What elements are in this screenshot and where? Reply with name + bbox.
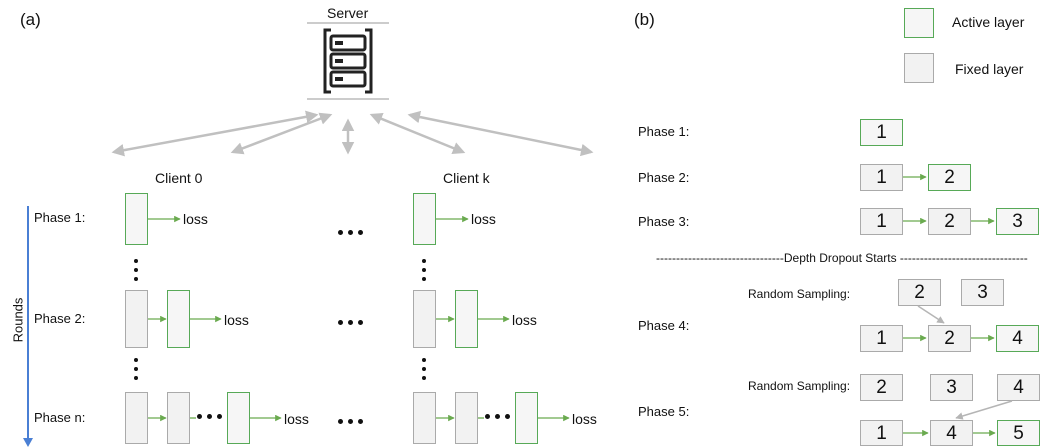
client0-p1-layer bbox=[125, 193, 148, 245]
client0-vdots-2 bbox=[133, 358, 139, 386]
b-p1-layer-1: 1 bbox=[860, 119, 903, 146]
client0-p1-loss: loss bbox=[183, 211, 208, 227]
server-label: Server bbox=[327, 5, 369, 21]
legend-fixed-swatch bbox=[904, 53, 934, 83]
client-k-title: Client k bbox=[443, 170, 490, 186]
a-phase-1-label: Phase 1: bbox=[34, 210, 86, 225]
clientk-p2-layer-1 bbox=[413, 290, 436, 348]
legend-active-swatch bbox=[904, 8, 934, 38]
b-p4-layer-4: 4 bbox=[996, 325, 1039, 352]
clientk-pn-layer-2 bbox=[455, 392, 478, 444]
between-clients-dots-2 bbox=[338, 320, 368, 326]
client0-p2-layer-2 bbox=[167, 290, 190, 348]
b-p3-layer-3: 3 bbox=[996, 208, 1039, 235]
client0-pn-layer-1 bbox=[125, 392, 148, 444]
rounds-arrow bbox=[23, 206, 33, 447]
between-clients-dots-1 bbox=[338, 230, 368, 236]
clientk-pn-loss: loss bbox=[572, 411, 597, 427]
client0-vdots-1 bbox=[133, 259, 139, 287]
panel-a-label: (a) bbox=[20, 10, 41, 29]
b-p4-layer-2: 2 bbox=[928, 325, 971, 352]
a-phase-2-label: Phase 2: bbox=[34, 311, 86, 326]
b-p5-layer-1: 1 bbox=[860, 420, 903, 446]
clientk-layer-dots bbox=[485, 414, 515, 420]
panel-b-label: (b) bbox=[634, 10, 655, 29]
b-p4-sample-3: 3 bbox=[961, 279, 1004, 306]
b-p5-random-sampling: Random Sampling: bbox=[748, 379, 851, 393]
clientk-pn-layer-1 bbox=[413, 392, 436, 444]
client0-pn-loss: loss bbox=[284, 411, 309, 427]
b-p5-layer-4: 4 bbox=[930, 420, 973, 446]
server-icon bbox=[307, 22, 389, 100]
client0-pn-layer-2 bbox=[167, 392, 190, 444]
b-p5-sample-4: 4 bbox=[997, 374, 1040, 401]
b-p5-layer-5: 5 bbox=[997, 420, 1040, 446]
b-phase-5-label: Phase 5: bbox=[638, 404, 690, 419]
b-p3-layer-1: 1 bbox=[860, 208, 903, 235]
clientk-p1-loss: loss bbox=[471, 211, 496, 227]
depth-dropout-divider: --------------------------------Depth Dr… bbox=[656, 251, 1028, 265]
b-phase-3-label: Phase 3: bbox=[638, 214, 690, 229]
between-clients-dots-3 bbox=[338, 419, 368, 425]
b-p3-layer-2: 2 bbox=[928, 208, 971, 235]
b-phase-1-label: Phase 1: bbox=[638, 124, 690, 139]
legend-active-label: Active layer bbox=[952, 14, 1025, 30]
clientk-p2-layer-2 bbox=[455, 290, 478, 348]
client0-layer-dots bbox=[197, 414, 227, 420]
b-phase-2-label: Phase 2: bbox=[638, 170, 690, 185]
b-p2-layer-2: 2 bbox=[928, 164, 971, 191]
clientk-vdots-2 bbox=[421, 358, 427, 386]
a-phase-n-label: Phase n: bbox=[34, 410, 86, 425]
clientk-p2-loss: loss bbox=[512, 312, 537, 328]
client-0-title: Client 0 bbox=[155, 170, 203, 186]
clientk-p1-layer bbox=[413, 193, 436, 245]
clientk-vdots-1 bbox=[421, 259, 427, 287]
b-p5-sample-2: 2 bbox=[860, 374, 903, 401]
client0-pn-layer-n bbox=[227, 392, 250, 444]
clientk-pn-layer-n bbox=[515, 392, 538, 444]
b-p5-sample-3: 3 bbox=[930, 374, 973, 401]
b-p2-layer-1: 1 bbox=[860, 164, 903, 191]
b-phase-4-label: Phase 4: bbox=[638, 318, 690, 333]
legend-fixed-label: Fixed layer bbox=[955, 61, 1024, 77]
b-p4-sample-2: 2 bbox=[898, 279, 941, 306]
b-p4-random-sampling: Random Sampling: bbox=[748, 287, 851, 301]
b-p4-layer-1: 1 bbox=[860, 325, 903, 352]
client0-p2-loss: loss bbox=[224, 312, 249, 328]
client0-p2-layer-1 bbox=[125, 290, 148, 348]
